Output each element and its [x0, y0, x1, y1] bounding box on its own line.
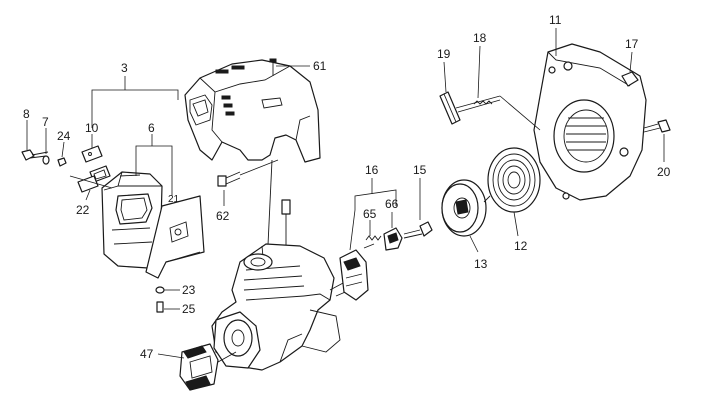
callout-19: 19 [437, 47, 451, 61]
recoil-spring [483, 147, 541, 237]
muffler-plate [81, 134, 103, 163]
callout-6: 6 [148, 121, 155, 135]
callout-20: 20 [657, 165, 671, 179]
callout-12: 12 [514, 239, 528, 253]
intake-assembly [157, 343, 237, 391]
callout-61: 61 [313, 59, 327, 73]
callout-66: 66 [385, 197, 399, 211]
spring-washer [155, 286, 180, 294]
housing-bolt [643, 119, 671, 162]
callout-21: 21 [168, 194, 180, 205]
ignition-coil [339, 249, 369, 301]
callout-3: 3 [121, 61, 128, 75]
callout-62: 62 [216, 209, 230, 223]
callout-25: 25 [182, 302, 196, 316]
callout-17: 17 [625, 37, 639, 51]
starter-handle [439, 45, 541, 131]
plate-screw [156, 301, 180, 313]
ignition-spring [363, 220, 382, 249]
starter-housing [533, 28, 647, 201]
callout-22: 22 [76, 203, 90, 217]
callout-47: 47 [140, 347, 154, 361]
callout-7: 7 [42, 115, 49, 129]
washer [42, 128, 50, 165]
callout-13: 13 [474, 257, 488, 271]
ignition-clip [383, 212, 403, 251]
callout-15: 15 [413, 163, 427, 177]
muffler-gasket-plate [145, 195, 205, 279]
engine-cylinder-crankcase [211, 243, 351, 371]
cover-screw [269, 58, 310, 76]
housing-nut [621, 51, 639, 87]
engine-cover [184, 59, 321, 163]
callout-16: 16 [365, 163, 379, 177]
muffler-gasket [77, 165, 111, 201]
muffler-bolt [21, 120, 49, 161]
starter-pulley [441, 179, 487, 253]
callout-18: 18 [473, 31, 487, 45]
cover-bolt [217, 159, 279, 206]
callout-11: 11 [549, 13, 562, 27]
callout-8: 8 [23, 107, 30, 121]
starter-bolt [403, 178, 433, 239]
callout-24: 24 [57, 129, 71, 143]
small-nut [57, 141, 67, 167]
callout-65: 65 [363, 207, 377, 221]
muffler [101, 171, 163, 269]
callout-23: 23 [182, 283, 196, 297]
callout-10: 10 [85, 121, 99, 135]
spark-plug-lead [267, 159, 291, 248]
